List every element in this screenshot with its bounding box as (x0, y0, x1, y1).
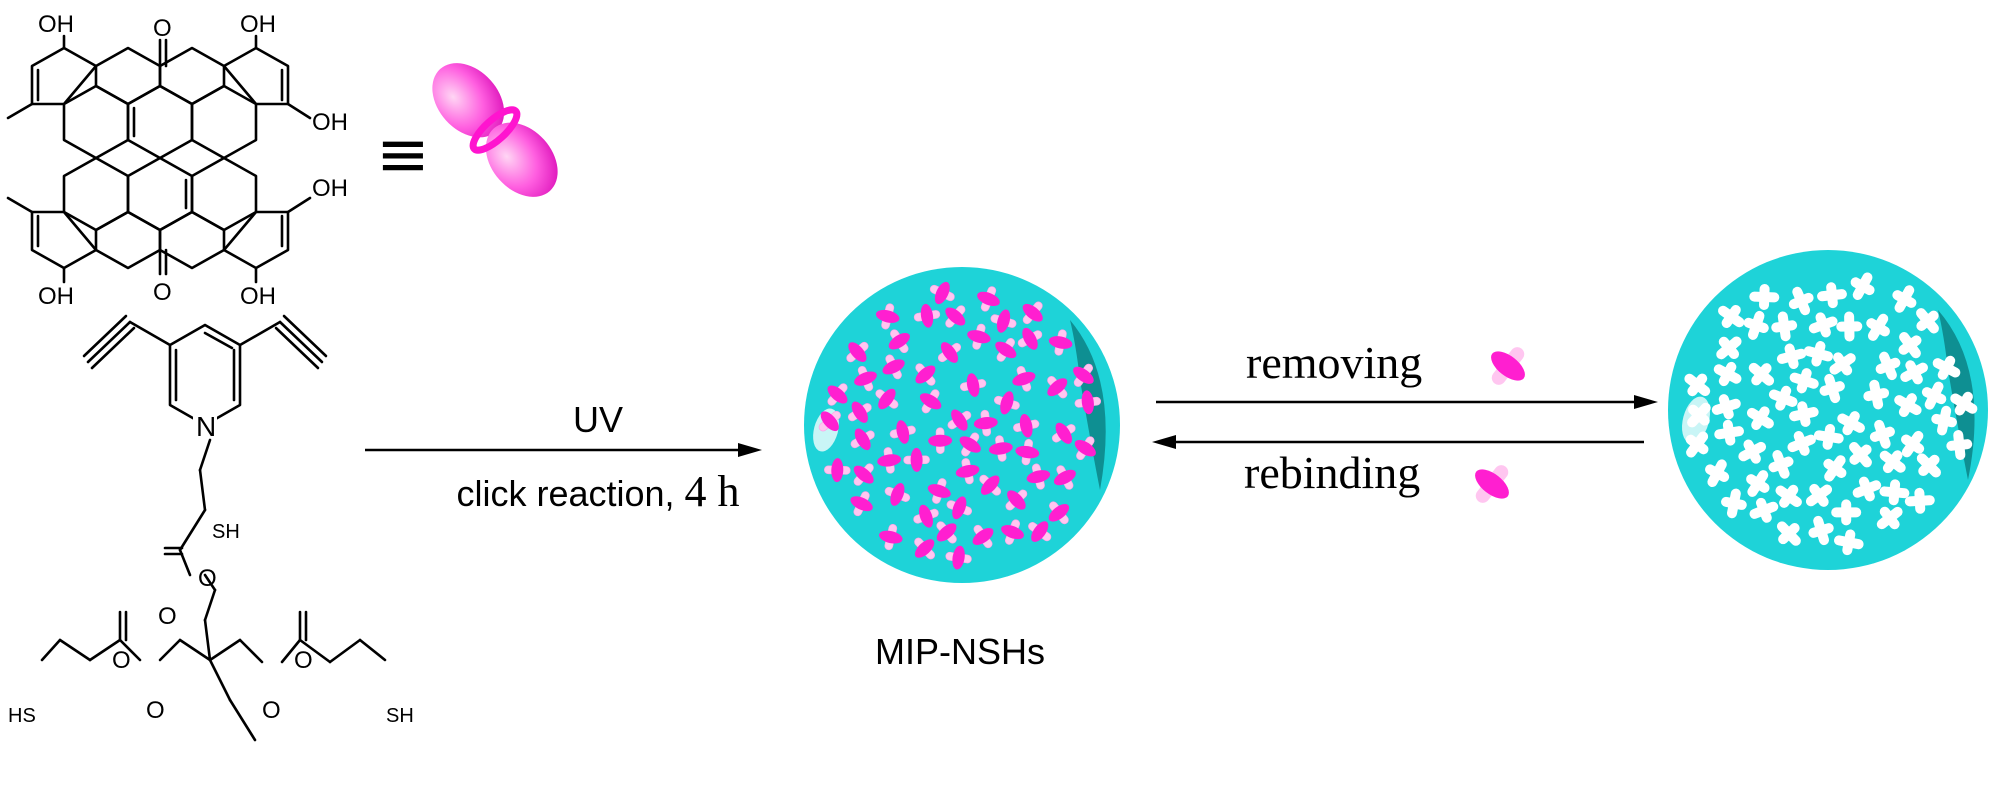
diethynylpyridine-structure: N (82, 314, 328, 442)
small-template-icon (1491, 347, 1525, 385)
ester-o-label: O (294, 647, 313, 674)
pyridine-n-label: N (196, 411, 216, 442)
tetrathiol-crosslinker-structure: SH HS SH O O O O O O (8, 438, 414, 742)
ester-o-label: O (158, 603, 177, 630)
carbonyl-o-label: O (153, 15, 172, 42)
oh-label: OH (240, 11, 276, 38)
equilibrium-arrows (1152, 395, 1658, 449)
removing-label: removing (1246, 337, 1422, 388)
reaction-condition-label: click reaction, 4 h (456, 467, 739, 516)
oh-label: OH (240, 283, 276, 310)
product-label: MIP-NSHs (875, 631, 1045, 672)
ester-o-label: O (262, 697, 281, 724)
sh-label: SH (386, 705, 414, 727)
ester-o-label: O (146, 697, 165, 724)
uv-label: UV (573, 399, 623, 440)
rebinding-label: rebinding (1244, 447, 1420, 498)
small-template-icon (1475, 465, 1509, 503)
sh-label: SH (212, 521, 240, 543)
uv-reaction-arrow (365, 443, 762, 457)
equivalence-symbol: ≡ (376, 118, 430, 192)
ester-o-label: O (112, 647, 131, 674)
mip-sphere (804, 267, 1120, 583)
oh-label: OH (38, 283, 74, 310)
oh-label: OH (312, 175, 348, 202)
nip-sphere-with-cavities (1668, 250, 1988, 570)
oh-label: OH (312, 109, 348, 136)
carbonyl-o-label: O (153, 279, 172, 306)
sh-label: HS (8, 705, 36, 727)
oh-label: OH (38, 11, 74, 38)
template-molecule-icon (432, 63, 558, 197)
hypericin-structure: OH O OH OH OH OH O OH (6, 11, 348, 310)
ester-o-label: O (198, 565, 217, 592)
